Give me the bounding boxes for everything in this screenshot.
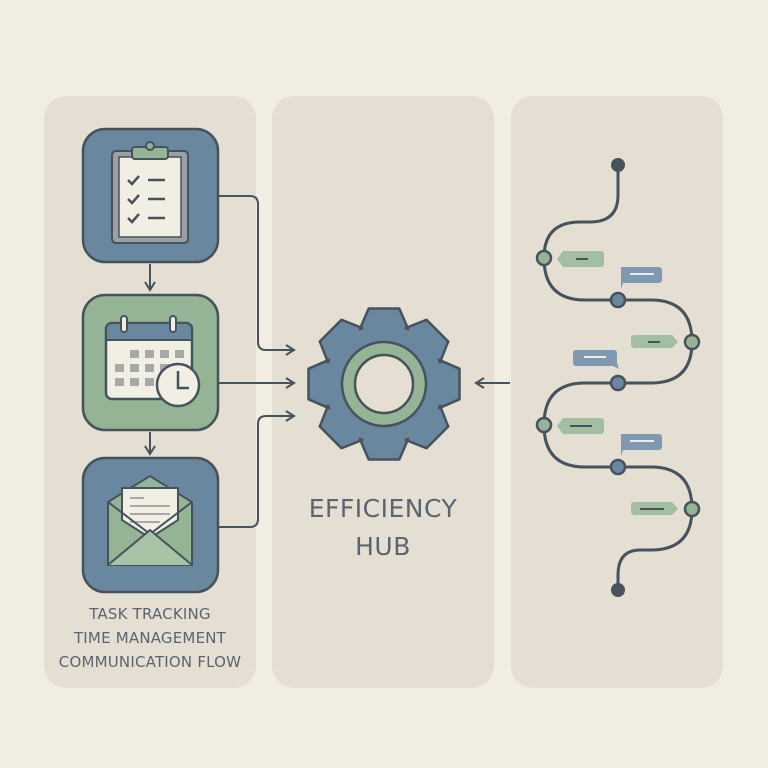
label-time-management: TIME MANAGEMENT (73, 629, 227, 647)
timeline-node (535, 416, 553, 434)
label-task-tracking: TASK TRACKING (89, 605, 211, 623)
hub-title-line2: HUB (355, 532, 411, 561)
envelope-letter-icon (81, 456, 220, 594)
clipboard-checklist-icon (81, 127, 220, 264)
label-communication-flow: COMMUNICATION FLOW (58, 653, 242, 671)
timeline-start-node (611, 158, 625, 172)
timeline-node (609, 291, 627, 309)
timeline-end-node (611, 583, 625, 597)
gear-hole (353, 353, 415, 415)
connector-arrows (144, 195, 510, 528)
gear-icon (307, 307, 461, 461)
right-panel (511, 96, 723, 688)
message-bubbles (557, 251, 678, 515)
timeline-node (683, 333, 701, 351)
calendar-clock-icon (81, 293, 220, 432)
timeline-node (683, 500, 701, 518)
timeline-path (535, 158, 701, 597)
timeline-node (609, 458, 627, 476)
timeline-node (535, 249, 553, 267)
hub-title-line1: EFFICIENCY (308, 494, 458, 523)
timeline-node (609, 374, 627, 392)
